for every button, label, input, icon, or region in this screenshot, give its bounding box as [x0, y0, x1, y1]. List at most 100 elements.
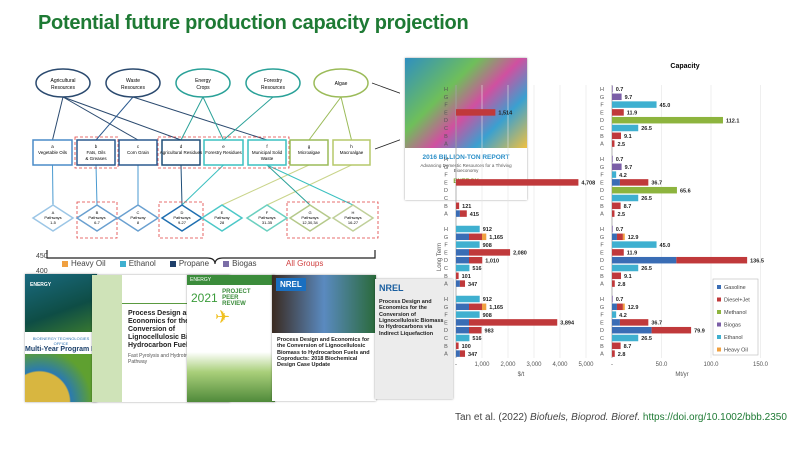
data-label: 9.7 — [625, 165, 633, 171]
data-label: 516 — [472, 336, 481, 342]
bar-segment-methanol — [612, 186, 677, 194]
group-label: Long Term — [437, 243, 443, 271]
pathway-diagram: AgriculturalResourcesWasteResourcesEnerg… — [31, 68, 400, 265]
x-tick-label: 2,000 — [500, 362, 516, 368]
category-label: C — [600, 266, 604, 272]
bar-segment-ethanol — [456, 241, 480, 248]
pathway-range: 6-7 — [94, 220, 101, 225]
callout-line — [374, 139, 400, 150]
legend-label: Biogas — [724, 323, 741, 329]
category-label: A — [600, 142, 604, 148]
pathway-id: H — [352, 210, 355, 215]
pathway-id: C — [137, 210, 140, 215]
data-label: 36.7 — [651, 321, 662, 327]
category-label: E — [600, 250, 604, 256]
bar-segment-dieseljet — [469, 256, 483, 264]
bar-segment-ethanol — [612, 241, 657, 248]
feedstock-id: e — [222, 144, 225, 149]
data-label: 912 — [483, 227, 492, 233]
category-label: D — [444, 188, 448, 194]
resource-ellipse — [35, 68, 91, 98]
bar-segment-dieseljet — [469, 326, 482, 334]
bar-segment-dieseljet — [469, 303, 482, 311]
feedstock-box — [203, 139, 244, 166]
bar-segment-gasoline — [612, 256, 677, 264]
data-label: 1,010 — [485, 258, 499, 264]
bar-segment-ethanol — [612, 101, 657, 108]
resource-ellipse — [105, 68, 161, 98]
bar-segment-gasoline — [612, 326, 652, 334]
bar-segment-biogas — [612, 163, 622, 171]
cover-peer-review-2021: ENERGY 2021 PROJECT PEER REVIEW ✈ — [187, 275, 275, 402]
data-label: 9.1 — [624, 274, 632, 280]
data-label: 516 — [472, 266, 481, 272]
bar-segment-ethanol — [456, 334, 470, 342]
data-label: 121 — [462, 204, 471, 210]
resource-label: Resources — [261, 85, 285, 91]
data-label: 101 — [462, 274, 471, 280]
feedstock-label: Corn Grain — [127, 150, 150, 155]
doi-link[interactable]: https://doi.org/10.1002/bbb.2350 — [642, 412, 787, 423]
bar-segment-gasoline — [612, 179, 620, 186]
edge-line — [180, 164, 183, 206]
feedstock-label: Forestry Residues — [205, 150, 242, 155]
legend-swatch — [717, 285, 721, 289]
pathway-range: 9-27 — [178, 220, 187, 225]
data-label: 912 — [483, 297, 492, 303]
x-tick-label: 1,000 — [474, 362, 490, 368]
group-outline — [286, 201, 379, 239]
feedstock-box — [118, 139, 158, 166]
resource-label: Waste — [126, 78, 140, 84]
bar-segment-methanol — [612, 116, 723, 124]
category-label: F — [600, 173, 604, 179]
data-label: 4.2 — [619, 313, 627, 319]
data-label: 2.8 — [618, 352, 626, 358]
legend-item: Propane — [169, 259, 209, 268]
category-label: E — [444, 110, 448, 116]
bar-segment-dieseljet — [612, 272, 622, 280]
pathway-id: B — [96, 210, 99, 215]
pathway-id: A — [52, 210, 55, 215]
category-label: H — [444, 227, 448, 233]
data-label: 45.0 — [660, 243, 671, 249]
category-label: G — [600, 165, 604, 171]
pathway-label: Pathways — [88, 215, 105, 220]
pathway-range: 16-27 — [348, 220, 359, 225]
category-label: A — [600, 352, 604, 358]
data-label: 11.9 — [627, 111, 637, 117]
edge-line — [181, 164, 224, 206]
bar-segment-gasoline — [456, 249, 469, 256]
bar-segment-gasoline — [456, 256, 469, 264]
bar-segment-dieseljet — [612, 109, 624, 116]
edge-line — [308, 96, 342, 141]
pathway-diamond — [200, 204, 244, 232]
category-label: H — [444, 157, 448, 163]
feedstock-id: f — [266, 144, 268, 149]
category-label: G — [600, 95, 604, 101]
data-label: 26.5 — [641, 196, 652, 202]
category-label: F — [444, 103, 448, 109]
group-outline — [158, 201, 204, 239]
category-label: A — [444, 282, 448, 288]
chart-legend: GasolineDiesel+JetMethanolBiogasEthanolH… — [712, 278, 759, 356]
legend-item: Biogas — [223, 259, 257, 268]
data-label: 2.8 — [618, 282, 626, 288]
pathway-label: Pathways — [173, 215, 190, 220]
bar-segment-ethanol — [612, 124, 639, 132]
feedstock-box — [247, 139, 287, 166]
bar-segment-heavyoil — [482, 233, 487, 241]
category-label: G — [444, 305, 448, 311]
pathway-id: E — [221, 210, 224, 215]
data-label: 9.1 — [624, 134, 632, 140]
bar-segment-gasoline — [456, 233, 469, 241]
category-label: B — [600, 204, 604, 210]
data-label: 26.5 — [641, 336, 652, 342]
pathway-label: Pathway — [214, 215, 229, 220]
